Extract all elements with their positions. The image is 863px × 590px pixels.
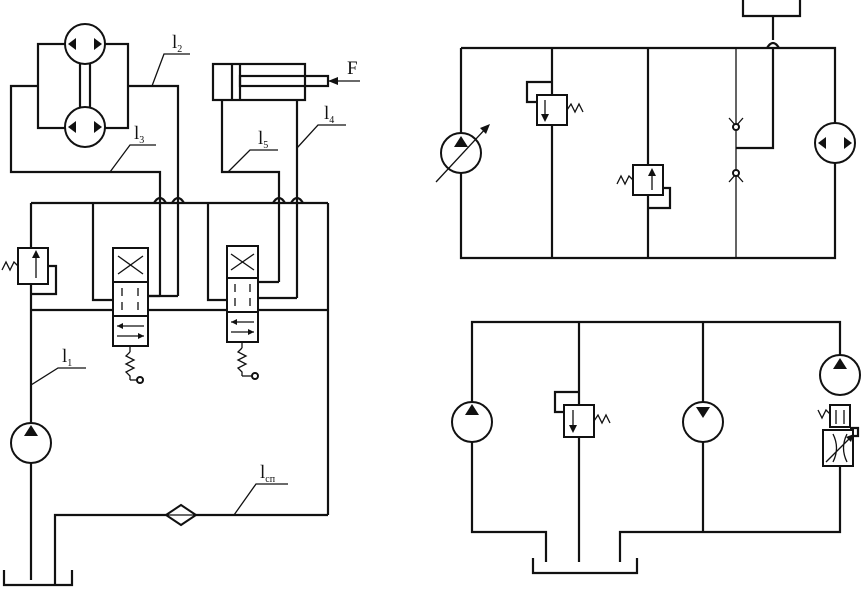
relief-valve-top-2 xyxy=(616,164,672,210)
bottom-relief-valve xyxy=(553,390,611,438)
check-valves xyxy=(728,117,744,183)
hop-l4 xyxy=(290,196,304,204)
twin-motors xyxy=(36,23,130,148)
left-pump xyxy=(10,422,52,464)
label-l4: l4 xyxy=(324,103,334,126)
directional-valve-2 xyxy=(226,245,259,380)
drain-to-check xyxy=(736,48,775,150)
hop-l5 xyxy=(272,196,286,204)
relief-valve-top-1 xyxy=(525,80,584,126)
label-l5: l5 xyxy=(258,128,268,151)
top-right-tank xyxy=(741,0,802,18)
hop-l2 xyxy=(171,196,185,204)
bottom-pump xyxy=(451,401,493,443)
bottom-loop-right xyxy=(618,440,842,562)
line-l5 xyxy=(220,100,281,203)
filter-diamond xyxy=(164,503,198,527)
left-tank xyxy=(2,570,74,587)
hop-l3 xyxy=(153,196,167,204)
label-force: F xyxy=(347,58,358,79)
main-loop xyxy=(459,46,837,260)
leader-l3 xyxy=(109,144,156,173)
label-l1: l1 xyxy=(62,346,72,369)
leader-l2 xyxy=(151,53,190,87)
leader-lsp xyxy=(233,483,288,516)
bottom-right-motor xyxy=(819,354,861,396)
bottom-right-circuit xyxy=(451,320,861,575)
left-relief-valve xyxy=(1,247,58,296)
label-l3: l3 xyxy=(134,123,144,146)
motor-top-right xyxy=(814,122,856,164)
directional-valve-1 xyxy=(112,247,149,384)
line-l3 xyxy=(9,84,162,203)
bottom-motor xyxy=(682,401,724,443)
line-l2 xyxy=(128,84,180,203)
hydraulic-cylinder xyxy=(211,62,360,102)
leader-l1 xyxy=(30,367,86,386)
bottom-right-tank xyxy=(531,558,639,575)
top-right-circuit xyxy=(435,0,856,260)
drain-line-tank xyxy=(53,513,166,585)
valve1-supply xyxy=(91,203,116,302)
throttle-check-valve xyxy=(817,404,860,467)
bottom-loop-left xyxy=(470,320,842,562)
label-l2: l2 xyxy=(172,32,182,55)
label-lsp: lсп xyxy=(260,462,276,485)
valve2-supply xyxy=(206,203,227,302)
hop-tank xyxy=(766,41,780,49)
variable-pump xyxy=(435,124,490,183)
leader-l4 xyxy=(296,124,346,149)
leader-l5 xyxy=(227,149,278,173)
left-circuit: l1 l2 l3 l4 l5 lсп F xyxy=(1,23,360,587)
